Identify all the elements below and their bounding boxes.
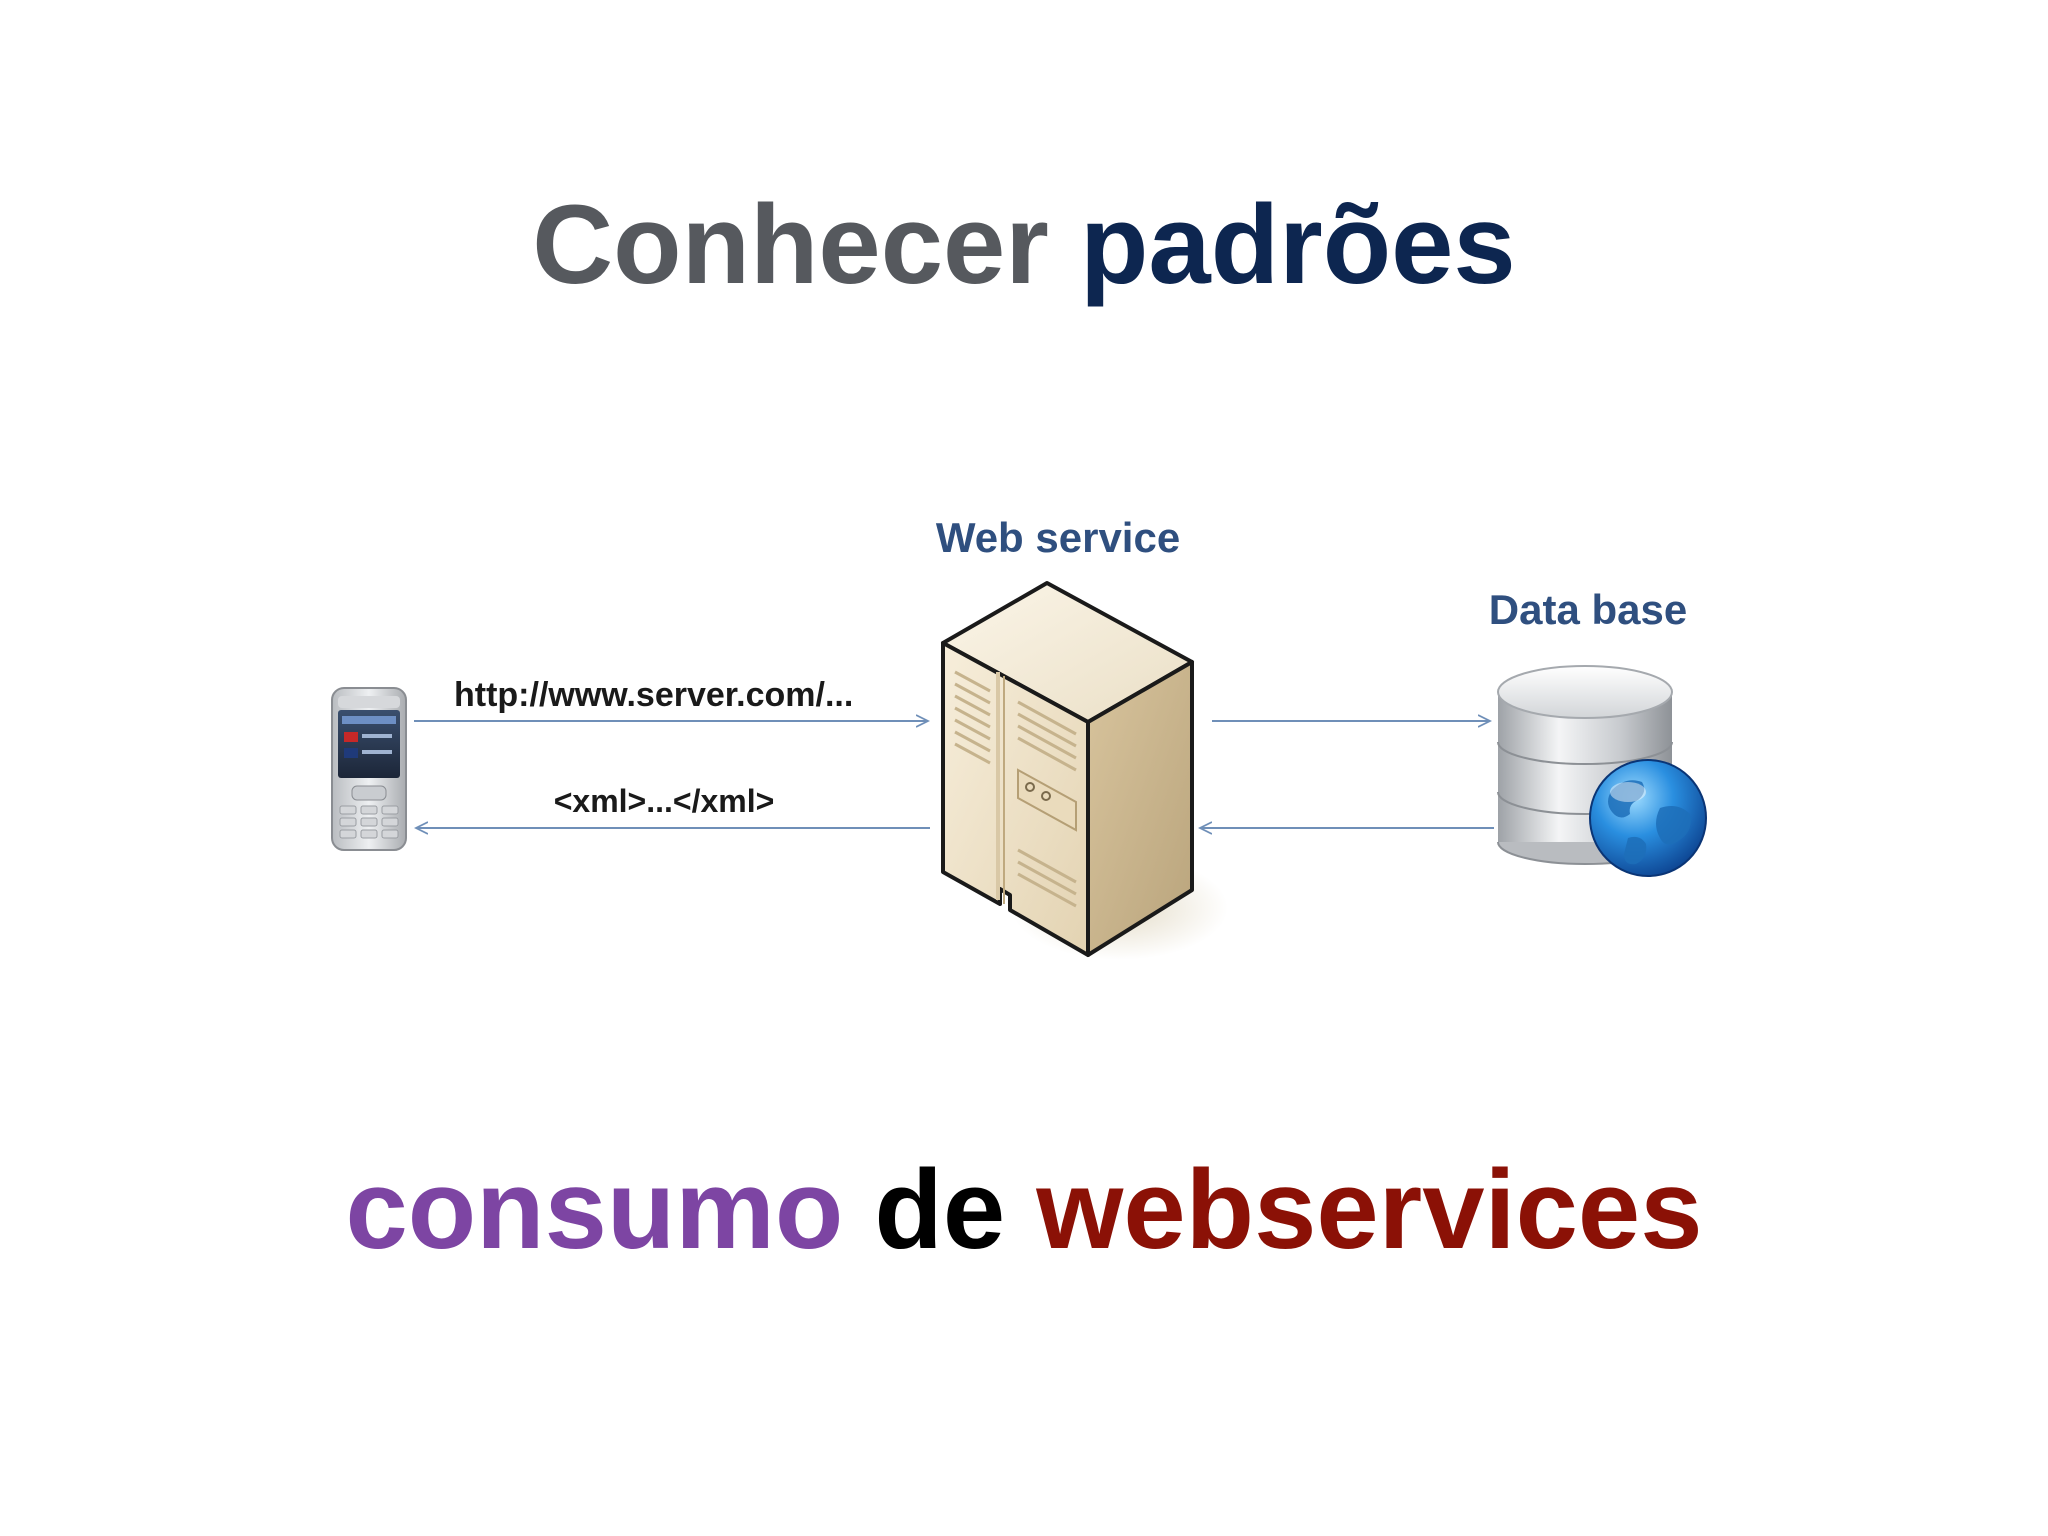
database-label: Data base [1489, 586, 1687, 633]
response-label: <xml>...</xml> [554, 783, 775, 819]
mobile-phone-icon [331, 687, 407, 851]
slide-subtitle: consumo de webservices [0, 1140, 2048, 1280]
title-word-conhecer: Conhecer [532, 182, 1049, 307]
subtitle-word-de: de [874, 1147, 1006, 1272]
web-service-label: Web service [936, 514, 1180, 561]
slide-title: Conhecer padrões [0, 175, 2048, 315]
subtitle-word-webservices: webservices [1036, 1147, 1703, 1272]
server-icon [941, 581, 1228, 960]
subtitle-word-consumo: consumo [345, 1147, 844, 1272]
globe-icon [1589, 759, 1707, 877]
request-label: http://www.server.com/... [454, 676, 853, 714]
title-word-padroes: padrões [1080, 182, 1516, 307]
